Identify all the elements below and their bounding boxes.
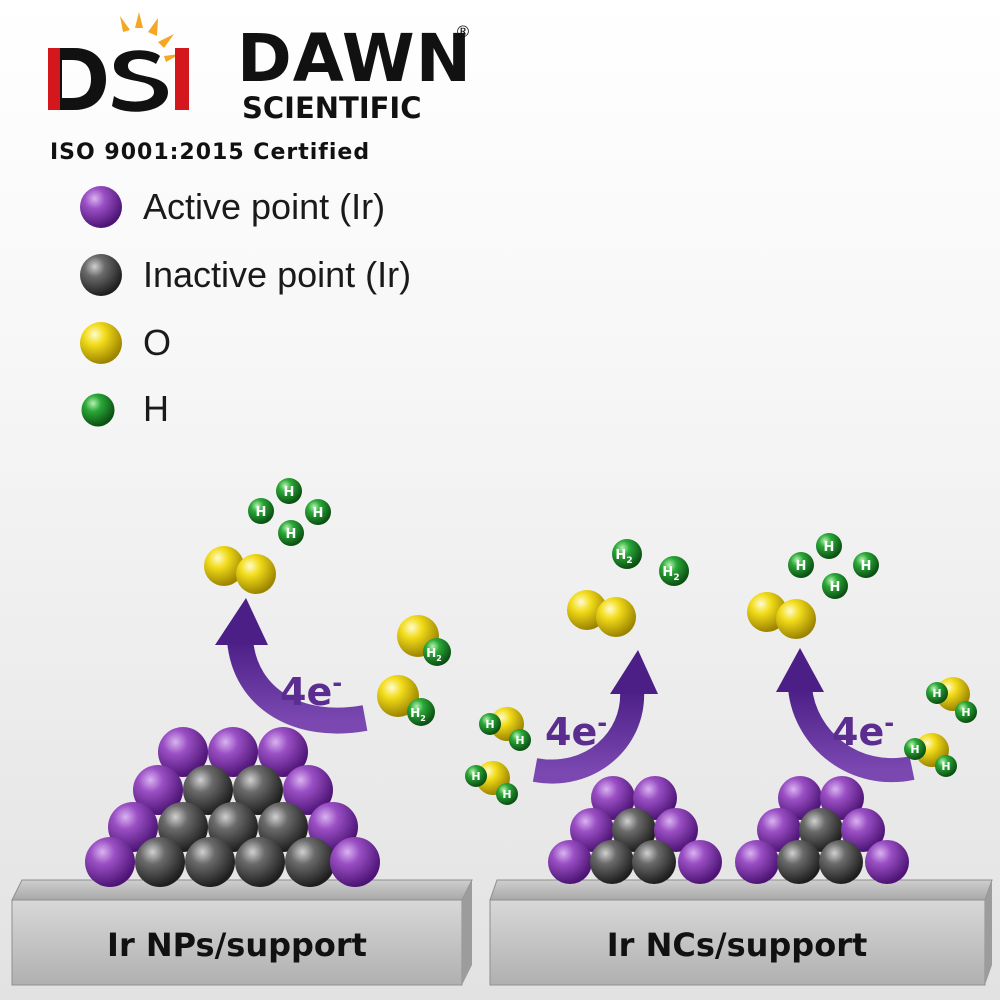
arrow-label-left: 4e- xyxy=(280,669,342,714)
svg-text:H: H xyxy=(961,706,970,719)
svg-text:H: H xyxy=(502,788,511,801)
sun-icon xyxy=(120,12,180,62)
o2-molecule-left xyxy=(204,546,276,594)
svg-text:H2: H2 xyxy=(615,548,632,566)
legend-label: Active point (Ir) xyxy=(143,186,386,227)
svg-text:H: H xyxy=(910,743,919,756)
dawn-scientific-logo: DAWN ® SCIENTIFIC ISO 9001:2015 Certifie… xyxy=(40,10,471,165)
svg-text:H: H xyxy=(861,559,872,574)
legend-label: Inactive point (Ir) xyxy=(143,254,412,295)
dsi-logo-mark xyxy=(48,12,189,112)
water-molecule-right-4: H H xyxy=(904,733,957,777)
ir-nanocluster-right-1 xyxy=(548,776,722,884)
water-molecule-left-2: H2 xyxy=(377,675,435,726)
svg-text:H: H xyxy=(824,540,835,555)
water-molecule-left-1: H2 xyxy=(397,615,451,666)
hydrogen-atoms-group-right: H H H H xyxy=(788,533,879,599)
support-slab-right: Ir NCs/support xyxy=(489,879,993,986)
o2-molecule-right-2 xyxy=(747,592,816,639)
o2-molecule-right-1 xyxy=(567,590,636,637)
h2-molecule-1: H2 xyxy=(612,539,642,569)
legend-label: O xyxy=(143,322,172,363)
ir-nanocluster-right-2 xyxy=(735,776,909,884)
iso-certification: ISO 9001:2015 Certified xyxy=(50,140,371,165)
purple-sphere-icon xyxy=(80,186,122,228)
svg-text:H: H xyxy=(941,760,950,773)
brand-name-line1: DAWN xyxy=(237,20,472,97)
registered-mark: ® xyxy=(455,22,471,41)
svg-text:H2: H2 xyxy=(426,646,442,663)
ir-nanoparticle-cluster-left xyxy=(85,727,380,887)
svg-text:H: H xyxy=(830,580,841,595)
svg-text:H: H xyxy=(471,770,480,783)
svg-text:H2: H2 xyxy=(662,565,679,583)
arrow-label-right-1: 4e- xyxy=(545,709,607,754)
support-slab-left: Ir NPs/support xyxy=(11,879,473,986)
svg-text:H: H xyxy=(313,506,324,521)
green-sphere-icon xyxy=(81,393,115,427)
support-label-right: Ir NCs/support xyxy=(607,926,868,964)
svg-text:H: H xyxy=(256,505,267,520)
electron-transfer-arrow-left: 4e- xyxy=(215,598,368,734)
svg-text:H: H xyxy=(515,734,524,747)
hydrogen-atoms-group-left: H H H H xyxy=(248,478,331,546)
yellow-sphere-icon xyxy=(80,322,122,364)
legend-label: H xyxy=(143,388,169,429)
electron-transfer-arrow-right-2: 4e- xyxy=(776,648,915,783)
svg-text:H2: H2 xyxy=(410,706,426,723)
svg-text:H: H xyxy=(932,687,941,700)
h2-molecule-2: H2 xyxy=(659,556,689,586)
support-label-left: Ir NPs/support xyxy=(107,926,367,964)
gray-sphere-icon xyxy=(80,254,122,296)
water-molecule-right-1: H H xyxy=(479,707,531,751)
water-molecule-right-2: H H xyxy=(465,761,518,805)
svg-text:H: H xyxy=(284,485,295,500)
svg-text:H: H xyxy=(485,718,494,731)
electron-transfer-arrow-right-1: 4e- xyxy=(532,650,658,784)
svg-text:H: H xyxy=(796,559,807,574)
svg-text:H: H xyxy=(286,527,297,542)
brand-name-line2: SCIENTIFIC xyxy=(242,91,422,125)
water-molecule-right-3: H H xyxy=(926,677,977,723)
arrow-label-right-2: 4e- xyxy=(832,709,894,754)
